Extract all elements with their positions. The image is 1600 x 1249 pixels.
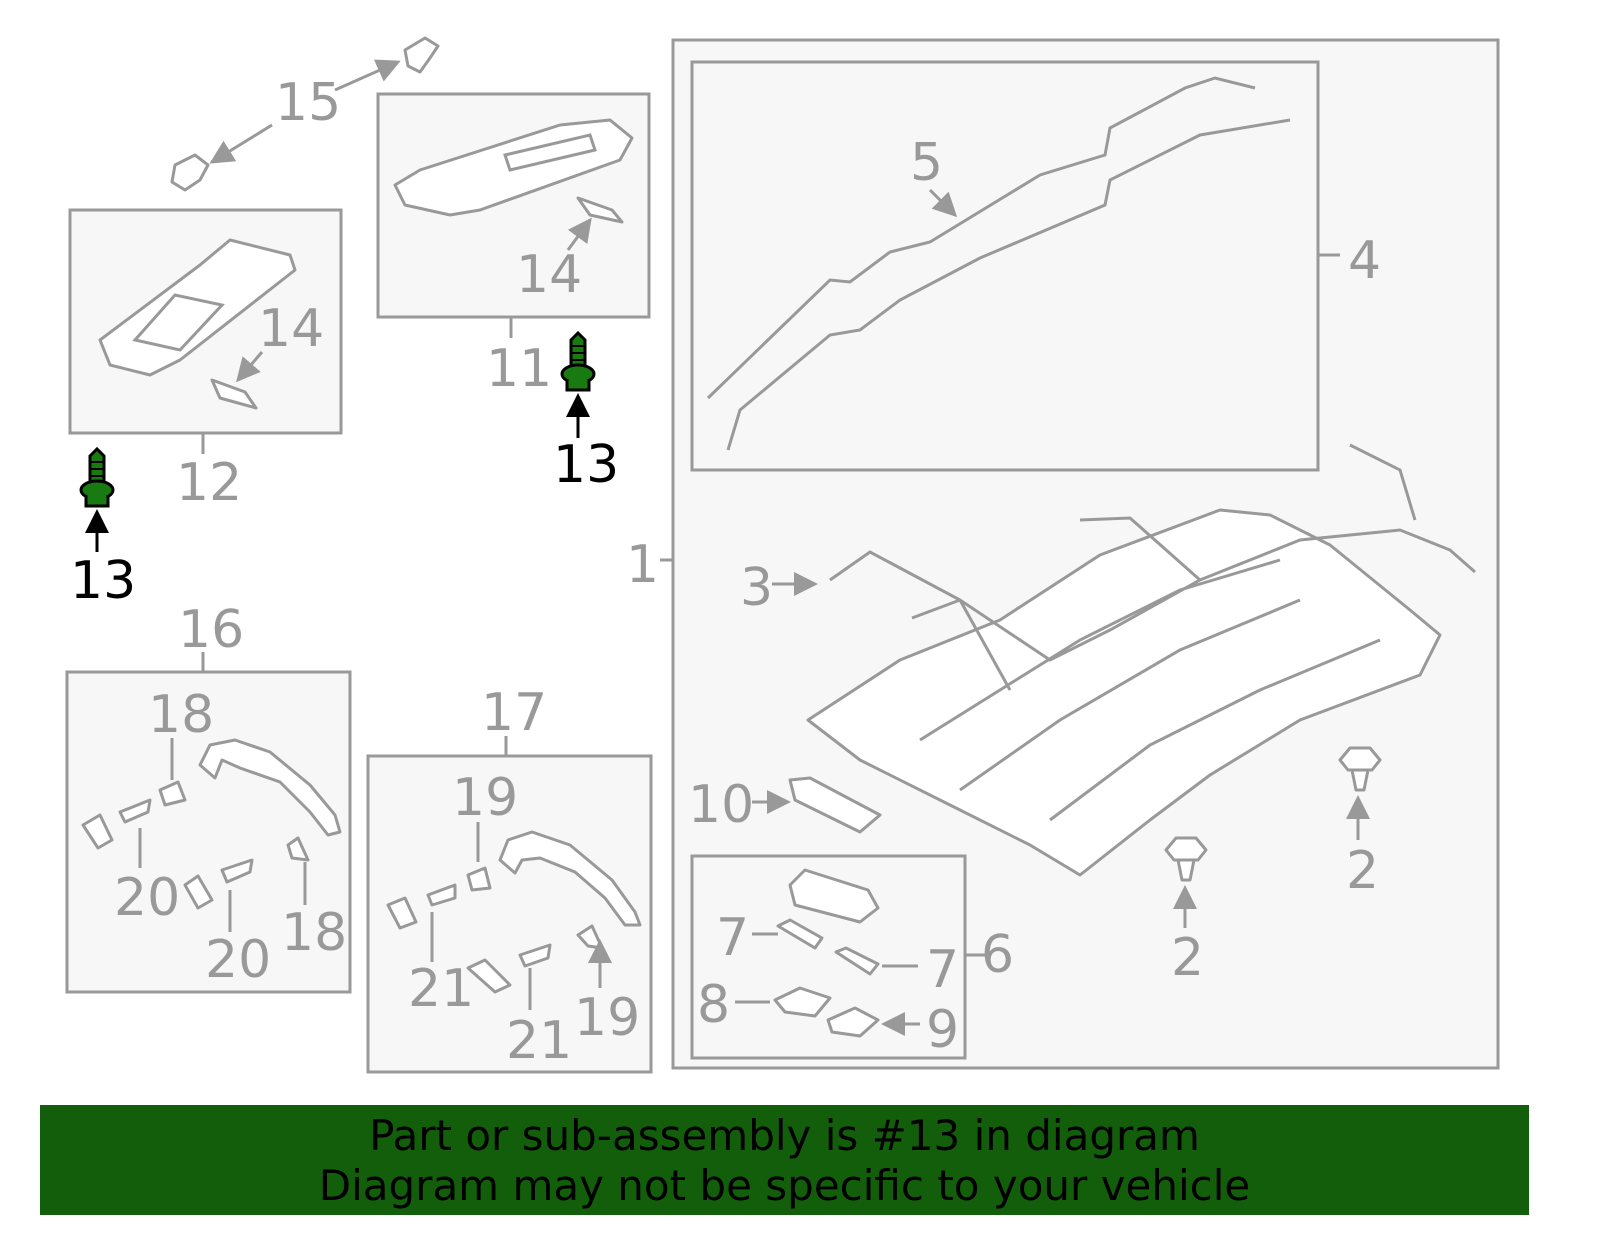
callout-9: 9 xyxy=(926,1000,959,1060)
clip-part-15 xyxy=(170,153,210,192)
callout-2: 2 xyxy=(1346,841,1379,901)
grab-handle-17 xyxy=(498,830,642,927)
clip-part-2 xyxy=(1338,746,1382,792)
callout-5: 5 xyxy=(910,133,943,193)
callout-15: 15 xyxy=(275,73,341,133)
clip-part-15 xyxy=(403,36,440,74)
callout-17: 17 xyxy=(481,683,547,743)
callout-3: 3 xyxy=(740,558,773,618)
callout-7: 7 xyxy=(716,908,749,968)
callout-20: 20 xyxy=(114,868,180,928)
callout-18: 18 xyxy=(148,685,214,745)
callout-7: 7 xyxy=(926,940,959,1000)
grab-handle-16 xyxy=(198,738,342,837)
clip-part-2 xyxy=(1164,836,1208,882)
callout-18: 18 xyxy=(281,903,347,963)
callout-21: 21 xyxy=(408,959,474,1019)
box-grab-handle-rear xyxy=(366,754,653,1074)
box-wire-harness xyxy=(690,60,1320,472)
wire-harness-5 xyxy=(706,76,1256,400)
callout-12: 12 xyxy=(176,453,242,513)
info-banner: Part or sub-assembly is #13 in diagram D… xyxy=(40,1105,1529,1215)
callout-10: 10 xyxy=(688,775,754,835)
callout-14: 14 xyxy=(258,299,324,359)
callout-16: 16 xyxy=(178,600,244,660)
lens-part-7 xyxy=(776,918,824,950)
bolt-part-13[interactable] xyxy=(560,331,596,392)
lamp-part-10 xyxy=(788,776,882,834)
sun-visor-left xyxy=(98,238,297,377)
callout-13[interactable]: 13 xyxy=(553,435,619,495)
callout-19: 19 xyxy=(452,768,518,828)
callout-8: 8 xyxy=(697,975,730,1035)
callout-19: 19 xyxy=(574,988,640,1048)
callout-2: 2 xyxy=(1171,928,1204,988)
sun-visor-right xyxy=(393,118,634,217)
lens-part-7 xyxy=(834,946,880,976)
visor-holder-14 xyxy=(576,196,624,224)
callout-1: 1 xyxy=(626,535,659,595)
visor-holder-14 xyxy=(210,378,258,410)
callout-14: 14 xyxy=(516,245,582,305)
callout-20: 20 xyxy=(205,930,271,990)
clips-16 xyxy=(81,780,310,910)
bulb-part-8 xyxy=(773,986,832,1018)
bolt-part-13[interactable] xyxy=(79,447,115,508)
callout-6: 6 xyxy=(981,925,1014,985)
callout-21: 21 xyxy=(506,1011,572,1071)
callout-13[interactable]: 13 xyxy=(70,551,136,611)
headliner-1 xyxy=(806,508,1442,877)
map-lamp-6 xyxy=(788,868,880,924)
clips-17 xyxy=(386,866,604,994)
callout-4: 4 xyxy=(1348,231,1381,291)
banner-line-part: Part or sub-assembly is #13 in diagram xyxy=(369,1111,1200,1160)
box-grab-handle-front xyxy=(65,670,352,994)
callout-11: 11 xyxy=(486,339,552,399)
banner-line-disclaimer: Diagram may not be specific to your vehi… xyxy=(318,1161,1251,1210)
